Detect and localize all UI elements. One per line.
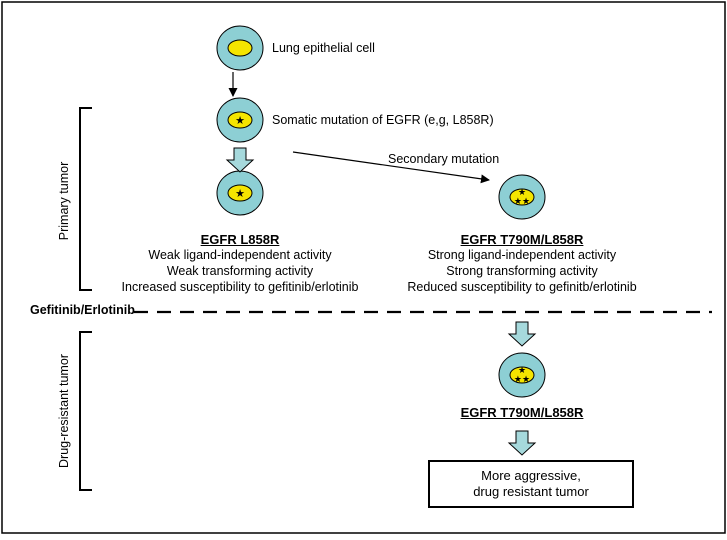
label-secondary-mutation: Secondary mutation [388, 152, 500, 166]
left-variant-title-text: EGFR L858R [200, 232, 280, 247]
mutation-star-icon: ★★ [514, 197, 530, 207]
right-variant-title-text: EGFR T790M/L858R [460, 232, 584, 247]
arrow-secondary-mutation [292, 151, 490, 184]
cell-egfr-l858r: ★ [216, 170, 264, 216]
outcome-line-2: drug resistant tumor [473, 484, 589, 499]
bracket-drug-resistant-tumor [79, 331, 92, 491]
outcome-line-1: More aggressive, [481, 468, 581, 483]
mutation-star-icon: ★ [518, 366, 526, 376]
mutation-star-icon: ★★ [514, 375, 530, 385]
right-variant-line-2: Strong transforming activity [446, 264, 598, 278]
resistant-variant-title: EGFR T790M/L858R [427, 405, 617, 421]
left-variant-line-1: Weak ligand-independent activity [148, 248, 332, 262]
right-variant-line-1: Strong ligand-independent activity [427, 248, 617, 262]
label-somatic-mutation: Somatic mutation of EGFR (e,g, L858R) [272, 113, 494, 127]
resistant-variant-title-text: EGFR T790M/L858R [460, 405, 584, 420]
cell-egfr-t790m-resistant: ★ ★★ [498, 352, 546, 398]
down-block-arrow-icon [225, 147, 255, 173]
label-lung-cell: Lung epithelial cell [272, 41, 375, 55]
cell-lung-epithelial [216, 25, 264, 71]
left-variant-line-3: Increased susceptibility to gefitinib/er… [121, 280, 359, 294]
right-variant-title: EGFR T790M/L858R [407, 232, 637, 248]
cell-somatic-mutation: ★ [216, 97, 264, 143]
right-variant-line-3: Reduced susceptibility to gefinitb/erlot… [407, 280, 637, 294]
down-block-arrow-icon [507, 430, 537, 456]
left-variant-line-2: Weak transforming activity [166, 264, 314, 278]
mutation-star-icon: ★ [235, 187, 245, 200]
down-block-arrow-icon [507, 321, 537, 347]
left-variant-title: EGFR L858R [90, 232, 390, 248]
label-gefitinib-erlotinib: Gefitinib/Erlotinib [30, 303, 135, 317]
mutation-star-icon: ★ [518, 188, 526, 198]
bracket-primary-tumor [79, 107, 92, 291]
outcome-box: More aggressive, drug resistant tumor [428, 460, 634, 508]
mutation-star-icon: ★ [235, 114, 245, 127]
label-primary-tumor: Primary tumor [57, 161, 71, 241]
cell-egfr-t790m-primary: ★ ★★ [498, 174, 546, 220]
label-drug-resistant-tumor: Drug-resistant tumor [57, 354, 71, 468]
